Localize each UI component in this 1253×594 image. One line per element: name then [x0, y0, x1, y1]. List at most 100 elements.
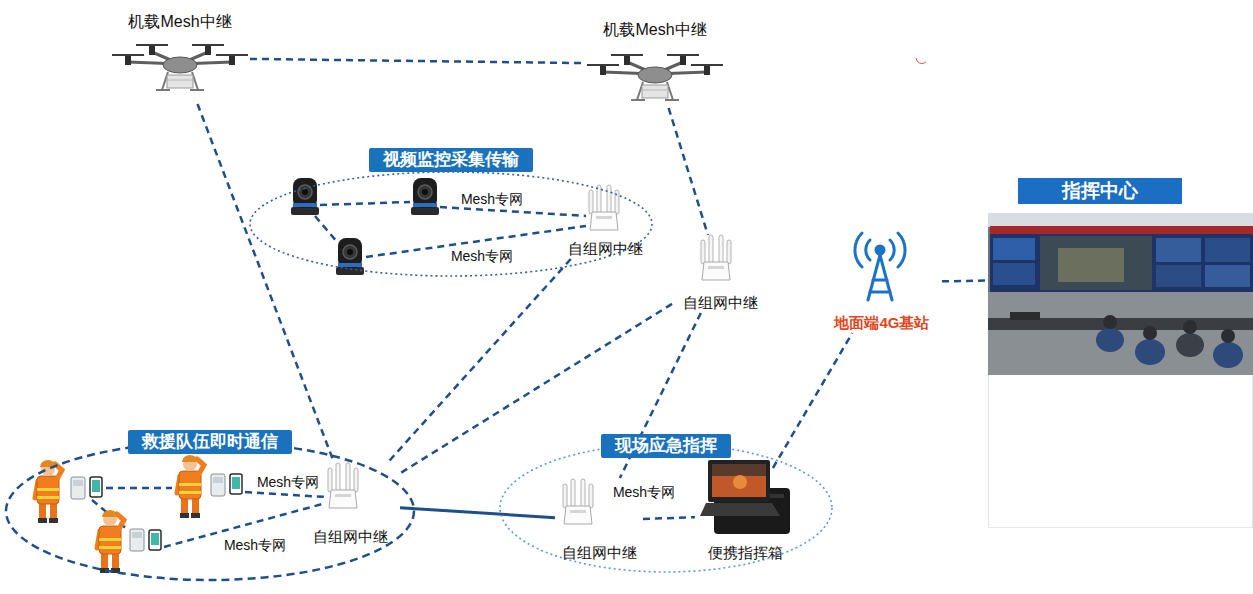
node-label: 机载Mesh中继 [128, 12, 231, 32]
command-center-photo [1156, 265, 1201, 287]
group-ellipse-outline [6, 442, 414, 580]
base-station-icon [873, 279, 887, 282]
link-line [198, 104, 334, 462]
radio-device [211, 474, 225, 496]
radio-device [130, 529, 144, 551]
node-label: 自组网中继 [313, 527, 388, 547]
base-station-icon [855, 233, 905, 300]
base-station: 地面端4G基站 [822, 232, 942, 333]
rescuer-figure [97, 510, 124, 573]
link-line [773, 333, 852, 468]
camera-links [320, 202, 410, 205]
link-line [669, 108, 708, 235]
phone-device [90, 477, 102, 497]
relay-icon [563, 479, 593, 524]
rescuer-links [245, 492, 326, 497]
node-label: 自组网中继 [683, 293, 758, 313]
link-label: Mesh专网 [613, 483, 675, 501]
command-center-photo [1103, 315, 1117, 329]
group-ellipse [4, 440, 416, 582]
command-center-photo [1143, 326, 1157, 340]
command-center-photo [993, 263, 1035, 285]
drone-icon [587, 55, 723, 100]
command-center-photo [988, 292, 1253, 375]
link-label: Mesh专网 [224, 536, 286, 554]
node-label: 机载Mesh中继 [603, 20, 706, 40]
group-ellipse-outline [500, 444, 832, 572]
portable-command-box-icon [712, 464, 766, 497]
command-center-photo [1176, 333, 1204, 357]
link-line [400, 508, 555, 518]
group-heading: 指挥中心 [1018, 178, 1182, 204]
link-line [250, 59, 585, 63]
portable-command-box-icon [708, 460, 770, 502]
group-heading: 视频监控采集传输 [369, 148, 533, 172]
radio-device [71, 477, 85, 499]
rescuer-links [92, 488, 326, 547]
relay-node: 自组网中继 [558, 183, 652, 259]
portable-command-box: 便携指挥箱 [695, 468, 795, 563]
command-center-photo [990, 226, 1253, 234]
field-command-group: 现场应急指挥自组网中继便携指挥箱 [498, 434, 834, 574]
artifact-mark [916, 58, 926, 64]
group-heading: 现场应急指挥 [601, 434, 731, 458]
base-station-icon [855, 233, 862, 267]
relay-node: 自组网中继 [672, 235, 768, 313]
drone-icon [112, 45, 248, 90]
relay-icon [701, 235, 731, 280]
camera-icon [291, 178, 319, 215]
command-center-photo [993, 238, 1035, 260]
command-center-photo [1058, 248, 1124, 282]
link-label: Mesh专网 [257, 473, 319, 491]
link-label: Mesh专网 [461, 190, 523, 208]
airborne-relay: 机载Mesh中继 [585, 20, 725, 108]
relay-icon [328, 463, 358, 508]
command-center-photo [1040, 236, 1152, 290]
portable-command-box-icon [700, 503, 780, 516]
command-center-photo [1183, 320, 1197, 334]
camera-icon [336, 238, 364, 275]
command-center-photo [1205, 265, 1250, 287]
command-center-photo [1213, 342, 1243, 368]
link-line [942, 279, 988, 282]
link-line [388, 259, 571, 462]
command-center-photo [990, 226, 1253, 292]
base-station-icon [870, 291, 890, 294]
command-center: 指挥中心 [988, 178, 1253, 378]
node-label: 自组网中继 [568, 239, 643, 259]
command-center-photo [1205, 238, 1250, 262]
base-station-icon [898, 233, 905, 267]
command-center-photo [988, 213, 1253, 375]
command-center-photo [1156, 238, 1201, 262]
command-center-photo [1096, 328, 1124, 352]
command-center-photo [989, 214, 1253, 528]
rescue-group: 救援队伍即时通信自组网中继 [4, 430, 416, 582]
link-line [643, 517, 695, 519]
base-station-icon [890, 240, 894, 260]
portable-command-box-icon [712, 464, 766, 476]
link-label: Mesh专网 [451, 247, 513, 265]
group-ellipse [498, 442, 834, 574]
base-station-icon [876, 246, 884, 254]
node-label: 地面端4G基站 [834, 313, 929, 333]
node-label: 便携指挥箱 [708, 543, 783, 563]
rescuer-links [106, 487, 172, 490]
camera-icon [411, 178, 439, 215]
command-center-photo [1221, 329, 1235, 343]
rescuer-figure [35, 460, 62, 523]
group-heading: 救援队伍即时通信 [128, 430, 292, 454]
rescuer-figure [177, 455, 204, 518]
base-station-icon [866, 240, 870, 260]
camera-links [440, 207, 586, 216]
command-center-photo [1010, 312, 1040, 320]
portable-command-box-icon [733, 475, 747, 489]
camera-links [315, 216, 338, 243]
command-center-photo [988, 213, 1253, 227]
airborne-relay: 机载Mesh中继 [110, 12, 250, 104]
command-center-photo [1135, 339, 1165, 365]
group-ellipse-outline [250, 172, 652, 276]
portable-command-box-icon [700, 460, 790, 534]
